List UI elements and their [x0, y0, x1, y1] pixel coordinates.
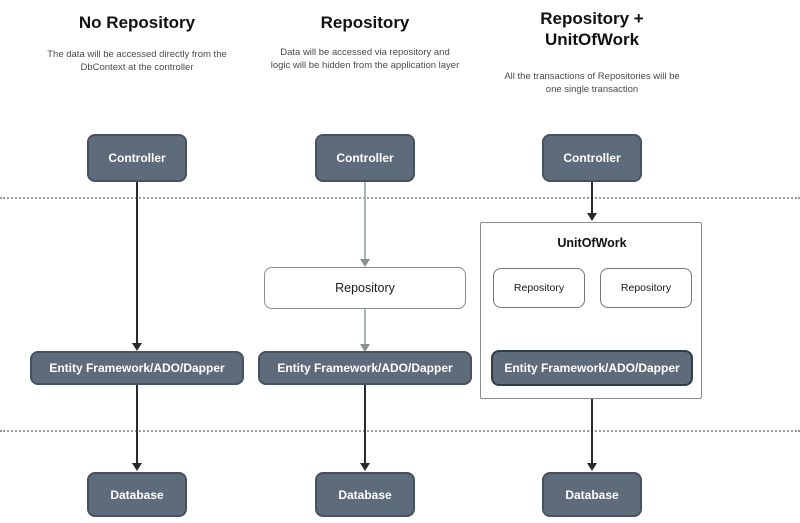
- database-label: Database: [565, 487, 619, 502]
- ef-node-col1: Entity Framework/ADO/Dapper: [30, 351, 244, 385]
- arrowhead-icon: [360, 463, 370, 471]
- column-title-repository-unitofwork: Repository + UnitOfWork: [540, 9, 644, 50]
- ef-node-col2: Entity Framework/ADO/Dapper: [258, 351, 472, 385]
- column-subtitle-no-repository: The data will be accessed directly from …: [47, 49, 227, 74]
- database-node-col2: Database: [315, 472, 415, 517]
- database-node-col1: Database: [87, 472, 187, 517]
- edge-repository-ef-col2: [364, 309, 366, 345]
- repository-node-inner-left: Repository: [493, 268, 585, 308]
- controller-label: Controller: [108, 151, 166, 165]
- arrowhead-icon: [132, 463, 142, 471]
- arrowhead-icon: [587, 463, 597, 471]
- controller-label: Controller: [563, 151, 621, 165]
- repository-label: Repository: [335, 281, 395, 295]
- controller-node-col3: Controller: [542, 134, 642, 182]
- column-title-repository: Repository: [320, 13, 410, 32]
- edge-ef-database-col2: [364, 385, 366, 463]
- edge-controller-ef-col1: [136, 182, 138, 344]
- repository-label: Repository: [620, 282, 672, 294]
- column-title-no-repository: No Repository: [78, 13, 196, 32]
- controller-label: Controller: [336, 151, 394, 165]
- database-node-col3: Database: [542, 472, 642, 517]
- arrowhead-icon: [587, 213, 597, 221]
- database-label: Database: [338, 487, 392, 502]
- arrowhead-icon: [132, 343, 142, 351]
- ef-label: Entity Framework/ADO/Dapper: [49, 361, 225, 375]
- edge-controller-repository-col2: [364, 182, 366, 260]
- repository-node-inner-right: Repository: [600, 268, 692, 308]
- ef-node-col3: Entity Framework/ADO/Dapper: [491, 350, 693, 386]
- ef-label: Entity Framework/ADO/Dapper: [277, 361, 453, 375]
- arrowhead-icon: [360, 344, 370, 352]
- database-label: Database: [110, 487, 164, 502]
- edge-unitofwork-database-col3: [591, 399, 593, 463]
- repository-label: Repository: [513, 282, 565, 294]
- edge-controller-unitofwork-col3: [591, 182, 593, 214]
- arrowhead-icon: [360, 259, 370, 267]
- repository-node-col2: Repository: [264, 267, 466, 309]
- controller-node-col1: Controller: [87, 134, 187, 182]
- column-subtitle-repository-unitofwork: All the transactions of Repositories wil…: [504, 71, 680, 96]
- edge-ef-database-col1: [136, 385, 138, 463]
- unitofwork-title: UnitOfWork: [557, 236, 627, 250]
- column-subtitle-repository: Data will be accessed via repository and…: [270, 47, 460, 72]
- layer-separator-top: [0, 197, 800, 199]
- ef-label: Entity Framework/ADO/Dapper: [504, 361, 680, 375]
- controller-node-col2: Controller: [315, 134, 415, 182]
- layer-separator-bottom: [0, 430, 800, 432]
